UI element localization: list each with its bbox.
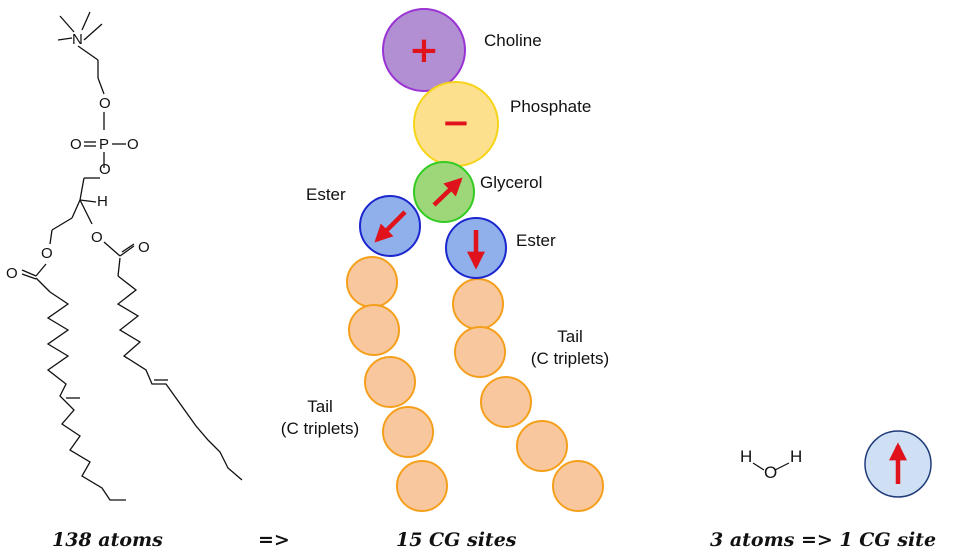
water-hydrogen-1: H: [740, 447, 752, 466]
tail-label-left-line2: (C triplets): [281, 419, 359, 438]
phosphate-label: Phosphate: [510, 97, 591, 116]
ester-left-dipole-arrow: [374, 210, 407, 243]
tail-label-right-line1: Tail: [557, 327, 583, 346]
atom-oxygen-6: O: [91, 229, 103, 246]
tail-bead: [346, 256, 398, 308]
glycerol-bead: [413, 161, 475, 223]
atom-oxygen-7: O: [6, 265, 18, 282]
glycerol-dipole-arrow: [432, 177, 463, 207]
tail-bead: [480, 376, 532, 428]
tail-bead: [364, 356, 416, 408]
atom-oxygen-1: O: [99, 95, 111, 112]
tail-beads-left: [346, 256, 448, 512]
tail-beads-right: [452, 278, 604, 512]
water-bond-1: [752, 462, 765, 471]
atom-oxygen-4: O: [99, 161, 111, 178]
caption-cg-site-count: 15 CG sites: [396, 529, 517, 551]
water-oxygen: O: [764, 463, 777, 482]
tail-label-right-line2: (C triplets): [531, 349, 609, 368]
caption-water-mapping: 3 atoms => 1 CG site: [710, 529, 936, 551]
caption-arrow: =>: [258, 529, 290, 551]
atom-oxygen-2: O: [70, 136, 82, 153]
ester-label-left: Ester: [306, 185, 346, 204]
tail-bead: [452, 278, 504, 330]
tail-bead: [348, 304, 400, 356]
choline-charge-symbol: +: [409, 30, 439, 71]
tail-label-left-line1: Tail: [307, 397, 333, 416]
water-hydrogen-2: H: [790, 447, 802, 466]
atomistic-labels: N O O P O O H O O O O: [6, 31, 150, 282]
tail-bead: [516, 420, 568, 472]
tail-bead: [552, 460, 604, 512]
glycerol-label: Glycerol: [480, 173, 542, 192]
tail-bead: [382, 406, 434, 458]
atom-nitrogen: N: [72, 31, 83, 48]
atom-oxygen-8: O: [138, 239, 150, 256]
atom-phosphorus: P: [99, 136, 109, 153]
atom-hydrogen: H: [97, 193, 108, 210]
cg-model: + − Choline Phosphate Glycerol Ester Est…: [281, 8, 609, 512]
atom-oxygen-5: O: [41, 245, 53, 262]
ester-label-right: Ester: [516, 231, 556, 250]
atomistic-structure: [21, 11, 243, 501]
choline-label: Choline: [484, 31, 542, 50]
caption-atom-count: 138 atoms: [52, 529, 163, 551]
captions: 138 atoms => 15 CG sites 3 atoms => 1 CG…: [52, 529, 936, 551]
choline-bead: [382, 8, 466, 92]
water-model: H O H: [740, 430, 932, 498]
phosphate-charge-symbol: −: [442, 103, 471, 143]
tail-bead: [454, 326, 506, 378]
water-bond-2: [774, 462, 790, 471]
atom-oxygen-3: O: [127, 136, 139, 153]
tail-bead: [396, 460, 448, 512]
